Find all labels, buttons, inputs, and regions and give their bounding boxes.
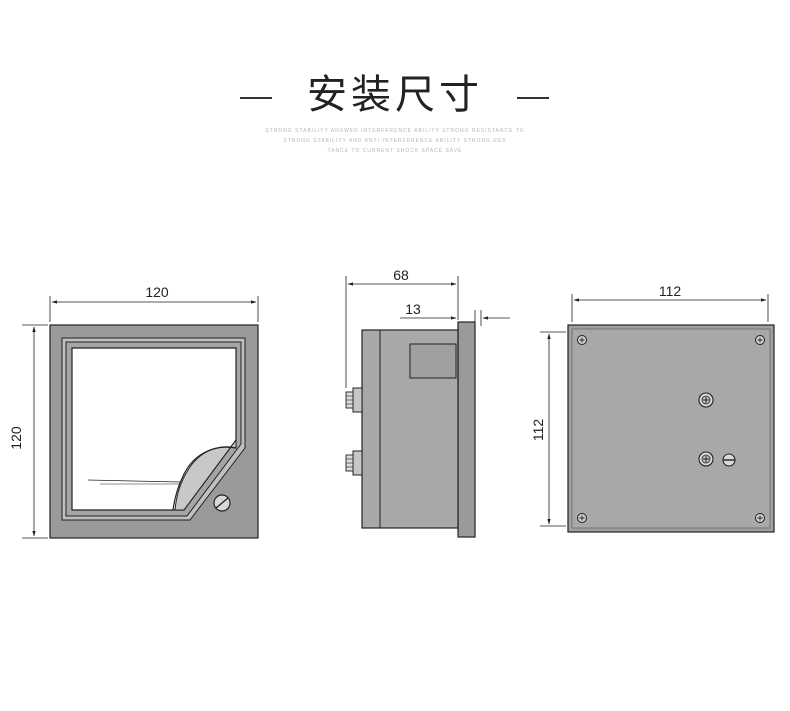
- title-rule-left: [240, 97, 272, 99]
- terminal-lower: [345, 450, 363, 476]
- pointer-needle: [87, 479, 181, 483]
- front-width-label: 120: [145, 284, 169, 300]
- terminal-upper: [345, 387, 363, 413]
- title-rule-right: [517, 97, 549, 99]
- adjust-screw-icon: [722, 453, 736, 467]
- side-bracket: [409, 343, 457, 379]
- subtitle-line-3: TANCE TO CURRENT SHOCK SPACE SAVE: [327, 148, 463, 154]
- front-height-label: 120: [8, 426, 24, 450]
- side-bezel: [457, 321, 476, 538]
- front-view: 120 120: [8, 284, 259, 539]
- subtitle-line-1: STRONG STABILITY ANSWER INTERFERENCE ABI…: [265, 128, 525, 134]
- back-height-label: 112: [530, 419, 546, 442]
- side-view: 68 13: [345, 267, 510, 538]
- side-depth-label: 68: [393, 267, 409, 283]
- back-view: 112 112: [530, 283, 775, 533]
- page-title: 安装尺寸: [307, 72, 483, 118]
- mounting-screw-icon: [577, 335, 765, 523]
- pointer-mask-curve: [172, 446, 237, 511]
- side-bezel-label: 13: [405, 301, 421, 317]
- back-width-label: 112: [659, 283, 682, 299]
- terminal-screw-icon: [698, 392, 714, 467]
- subtitle-line-2: STRONG STABILITY AND ANTI-INTERFERENCE A…: [283, 138, 507, 144]
- title-block: 安装尺寸: [0, 62, 790, 120]
